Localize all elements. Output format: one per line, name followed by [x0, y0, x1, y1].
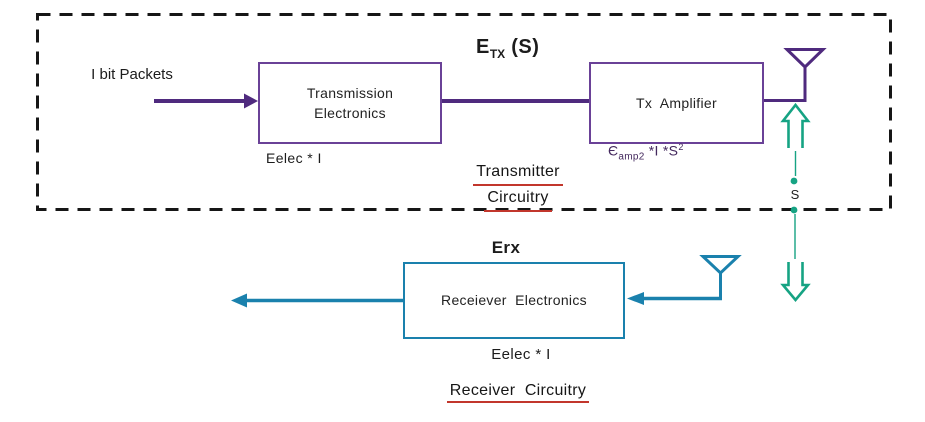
receiver-electronics-label: Receiever Electronics	[441, 292, 587, 309]
input-packets-label: I bit Packets	[91, 66, 173, 83]
transmission-electronics-line1: Transmission	[306, 84, 394, 101]
signal-dot-upper	[790, 177, 798, 185]
input-arrow	[154, 93, 258, 109]
rx-input-arrow	[627, 292, 722, 305]
erx-energy-label: Erx	[491, 238, 521, 257]
etx-argument: (S)	[511, 36, 540, 58]
amp-terms: *I *S	[644, 142, 679, 159]
tx-electronics-cost-label: Eelec * I	[266, 150, 322, 166]
transmitter-title-line1: Transmitter	[473, 160, 563, 186]
signal-up-arrow	[780, 102, 811, 148]
transmission-electronics-line2: Electronics	[314, 105, 386, 121]
receiver-section-title: Receiver Circuitry	[418, 382, 618, 403]
etx-base: E	[476, 36, 490, 58]
epsilon-symbol: Є	[608, 142, 619, 159]
amp-exponent: 2	[678, 142, 684, 152]
distance-s-label: S	[790, 187, 800, 202]
signal-dot-lower	[790, 206, 798, 214]
rx-electronics-cost-label: Eelec * I	[491, 346, 551, 363]
amp-subscript: amp2	[618, 151, 645, 163]
etx-subscript: TX	[489, 47, 506, 61]
transmitter-antenna-icon	[762, 48, 827, 102]
transmitter-boundary-box	[36, 13, 892, 211]
transmitter-section-title: Transmitter Circuitry	[430, 160, 606, 212]
receiver-electronics-box: Receiever Electronics	[403, 262, 625, 339]
tx-amplifier-cost-label: Єamp2 *I *S2	[608, 142, 684, 162]
tx-amplifier-label: Tx Amplifier	[636, 94, 717, 111]
rx-output-arrow	[231, 293, 403, 308]
transmitter-title-line2: Circuitry	[484, 186, 552, 212]
receiver-title-text: Receiver Circuitry	[446, 382, 590, 403]
receiver-antenna-icon	[699, 255, 742, 299]
tx-amplifier-box: Tx Amplifier	[589, 62, 764, 144]
transmission-electronics-box: Transmission Electronics	[258, 62, 442, 144]
signal-down-arrow	[780, 262, 811, 303]
etx-energy-label: ETX (S)	[476, 36, 539, 61]
